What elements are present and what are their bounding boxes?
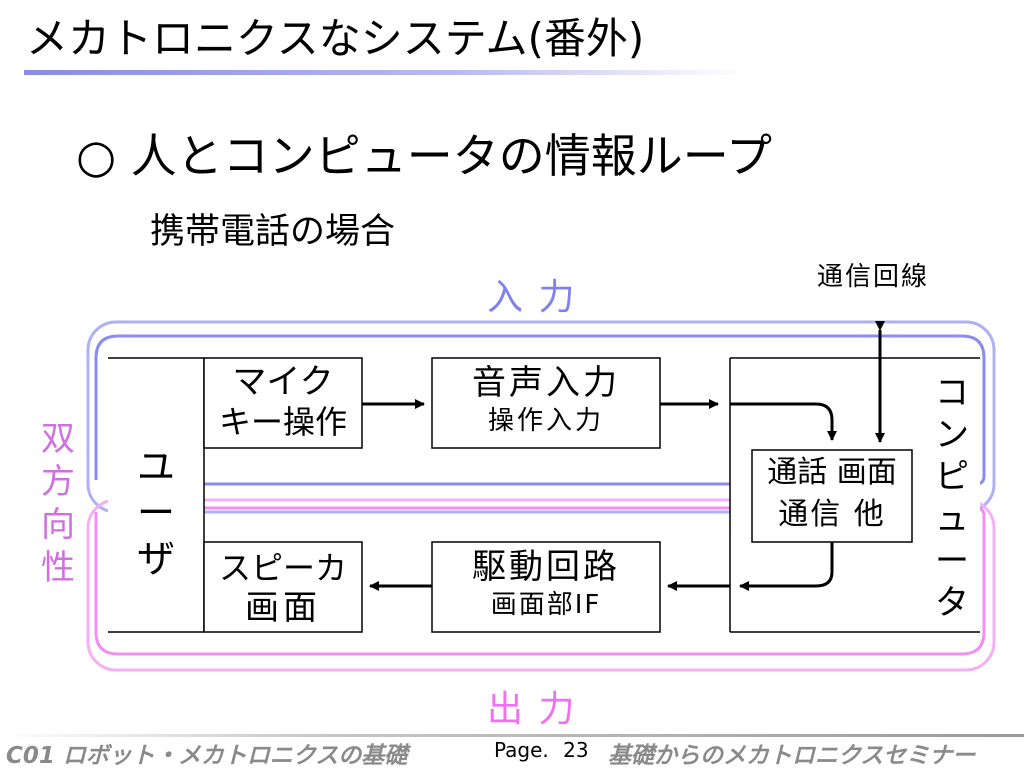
box-voice-input-line2: 操作入力 (487, 406, 604, 436)
box-speaker-screen-line2: 画面 (245, 588, 321, 628)
slide-heading: ○ 人とコンピュータの情報ループ (76, 129, 772, 183)
footer-course: C01 ロボット・メカトロニクスの基礎 (6, 743, 408, 769)
output-loop-inner (94, 506, 986, 656)
comm-line-label: 通信回線 (817, 262, 930, 292)
arrow-computer-to-callbox (730, 402, 837, 441)
box-drive-circuit (431, 541, 661, 633)
box-voice-input-line1: 音声入力 (472, 363, 620, 403)
box-call-screen-line1: 通話 画面 (767, 455, 897, 490)
footer-rule (0, 734, 1024, 737)
slide-subheading: 携帯電話の場合 (150, 212, 396, 252)
box-call-screen-line2: 通信 他 (778, 497, 886, 532)
box-voice-input (431, 357, 661, 449)
arrow-callbox-to-drive (739, 542, 834, 591)
box-voice-input-label: 音声入力 操作入力 (432, 362, 660, 438)
box-call-screen (751, 449, 913, 543)
input-loop-inner (94, 334, 986, 486)
user-label: ユーザ (136, 445, 175, 581)
box-mic-key-line1: マイク (232, 362, 334, 402)
footer-page: Page. 23 (494, 738, 589, 762)
box-mic-key-line2: キー操作 (218, 403, 347, 441)
box-speaker-screen-line1: スピーカ (218, 549, 347, 587)
box-call-screen-label: 通話 画面 通信 他 (752, 452, 912, 536)
user-region (108, 358, 204, 632)
slide-title: メカトロニクスなシステム(番外) (26, 14, 645, 63)
box-drive-circuit-line2: 画面部IF (490, 590, 602, 620)
output-loop-outer (86, 498, 996, 672)
footer-page-label: Page. (494, 738, 549, 762)
bidirectional-label: 双方向性 (41, 419, 75, 588)
box-speaker-screen (203, 541, 363, 633)
input-loop-outer (86, 320, 996, 514)
output-label: 出 力 (487, 689, 577, 730)
footer-seminar: 基礎からのメカトロニクスセミナー (608, 743, 976, 769)
footer-page-number: 23 (563, 738, 589, 762)
box-mic-key-label: マイク キー操作 (204, 362, 362, 442)
box-speaker-screen-label: スピーカ 画面 (204, 548, 362, 628)
computer-label: コンピュータ (935, 373, 969, 623)
box-drive-circuit-label: 駆動回路 画面部IF (432, 546, 660, 622)
input-label: 入 力 (487, 277, 577, 318)
box-drive-circuit-line1: 駆動回路 (472, 547, 620, 587)
box-mic-key (203, 357, 363, 449)
title-underline (24, 70, 744, 75)
